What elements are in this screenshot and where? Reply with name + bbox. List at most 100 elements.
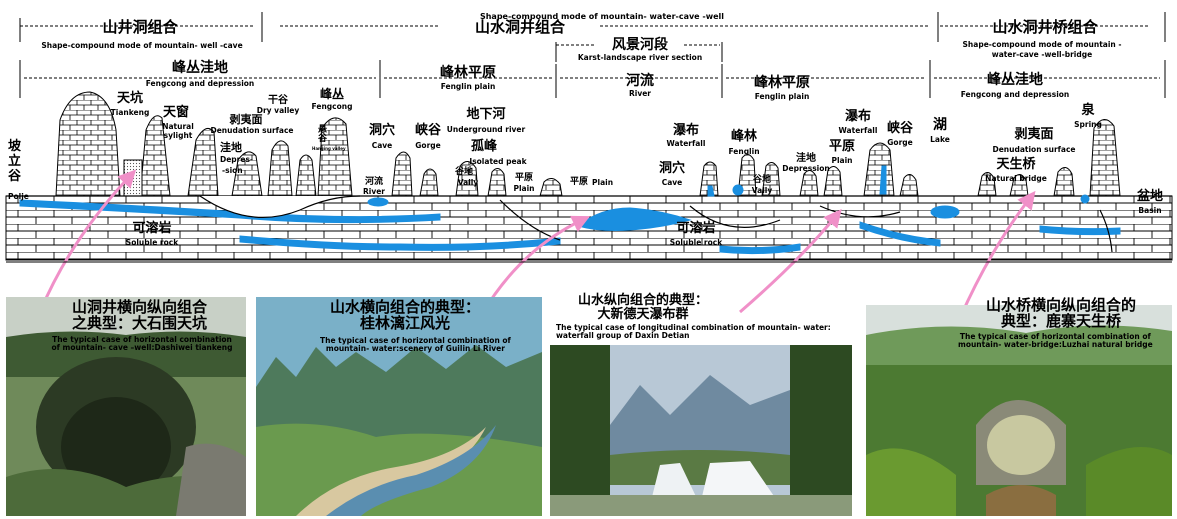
label-waterfall-right-en: Waterfall — [838, 126, 878, 135]
label-cave-left: 洞穴 — [368, 123, 396, 138]
label-polje: 坡立谷 — [8, 139, 22, 184]
label-fengcong-en: Fengcong — [311, 102, 353, 111]
karst-peaks — [55, 91, 1121, 197]
karst-river-section-title: 风景河段 — [612, 37, 668, 53]
label-gorge-left-en: Gorge — [415, 141, 441, 150]
label-river-left-en: River — [362, 187, 386, 196]
label-soluble-rock-right-en: Soluble rock — [669, 238, 723, 247]
label-plain-right-en: Plain — [831, 156, 853, 165]
zone-fenglin-plain-right-en: Fenglin plain — [754, 92, 810, 101]
caption-tiankeng-en2: of mountain- cave –well:Dashiwei tianken… — [51, 342, 233, 352]
label-waterfall-left: 瀑布 — [672, 123, 700, 138]
label-gorge-right-en: Gorge — [887, 138, 913, 147]
label-fengcong: 峰丛 — [319, 87, 345, 101]
zone-river-en: River — [628, 89, 652, 98]
caption-li-river-en1: The typical case of horizontal combinati… — [320, 336, 511, 345]
caption-natural-bridge-en1: The typical case of horizontal combinati… — [959, 332, 1151, 341]
label-river-left: 河流 — [364, 177, 384, 187]
label-isolated-peak: 孤峰 — [470, 139, 498, 154]
photo-dashiwei-tiankeng — [6, 297, 246, 516]
label-spring: 泉 — [1081, 103, 1095, 118]
label-plain-small-en: Plain — [513, 184, 535, 193]
caption-tiankeng-cn1: 山洞井横向纵向组合 — [72, 298, 208, 316]
label-isolated-peak-en: Isolated peak — [469, 157, 527, 166]
label-vally-right: 谷地 — [752, 175, 772, 185]
label-polje-en: Polje — [8, 192, 29, 201]
zone-fengcong-depression-right-en: Fengcong and depression — [960, 90, 1070, 99]
top-combination-title-en: Shape-compound mode of mountain- water-c… — [479, 12, 725, 21]
caption-tiankeng-en: The typical case of horizontal combinati… — [42, 336, 242, 352]
label-waterfall-left-en: Waterfall — [666, 139, 706, 148]
caption-tiankeng: 山洞井横向纵向组合 之典型：大石围天坑 — [72, 298, 208, 332]
right-combination-title-en1: Shape-compound mode of mountain - — [962, 40, 1122, 49]
right-combination-title: 山水洞井桥组合 — [992, 18, 1098, 36]
label-tiankeng: 天坑 — [116, 91, 144, 106]
zone-fengcong-depression-right: 峰丛洼地 — [987, 72, 1043, 88]
label-cave-right-en: Cave — [661, 178, 683, 187]
caption-detian-cn1: 山水纵向组合的典型： — [578, 293, 709, 308]
caption-li-river-en: The typical case of horizontal combinati… — [320, 337, 511, 353]
label-soluble-rock-left-en: Soluble rock — [125, 238, 179, 247]
label-skylight-en2: sylight — [163, 131, 193, 140]
center-combination-title: 山水洞井组合 — [474, 18, 566, 36]
caption-natural-bridge-en: The typical case of horizontal combinati… — [958, 333, 1153, 349]
label-natural-bridge: 天生桥 — [996, 157, 1036, 172]
label-lake: 湖 — [933, 117, 947, 133]
caption-detian-cn2: 大新德天瀑布群 — [597, 306, 689, 322]
zone-fenglin-plain-right: 峰林平原 — [754, 75, 810, 91]
label-basin-en: Basin — [1138, 206, 1162, 215]
label-plain-small: 平原 — [514, 173, 534, 183]
caption-natural-bridge-cn2: 典型：鹿寨天生桥 — [1001, 311, 1122, 330]
label-vally-left: 谷地 — [454, 167, 474, 177]
zone-fengcong-depression-left: 峰丛洼地 — [172, 60, 228, 76]
label-denudation-right-en: Denudation surface — [992, 145, 1076, 154]
label-denudation-en: Denudation surface — [210, 126, 294, 135]
label-spring-en: Spring — [1074, 120, 1102, 129]
label-skylight-en1: Natural — [162, 122, 194, 131]
label-vally-left-en: Vally — [457, 178, 479, 187]
label-fenglin: 峰林 — [730, 129, 758, 144]
photo-detian-waterfall — [550, 345, 852, 516]
caption-li-river-cn1: 山水横向组合的典型： — [330, 298, 481, 316]
label-cave-left-en: Cave — [371, 141, 393, 150]
label-tiankeng-en: Tiankeng — [110, 108, 150, 117]
label-dry-valley-en: Dry valley — [256, 106, 300, 115]
caption-natural-bridge-cn1: 山水桥横向纵向组合的 — [986, 296, 1137, 314]
zone-fenglin-plain-left: 峰林平原 — [440, 65, 496, 81]
zone-fengcong-depression-left-en: Fengcong and depression — [145, 79, 255, 88]
header-brackets — [19, 12, 1166, 98]
caption-li-river: 山水横向组合的典型： 桂林漓江风光 — [330, 298, 481, 332]
label-fenglin-en: Fenglin — [728, 147, 760, 156]
label-depression-right: 洼地 — [796, 153, 816, 164]
label-plain-right: 平原 — [828, 139, 856, 154]
zone-fenglin-plain-left-en: Fenglin plain — [440, 82, 496, 91]
label-basin: 盆地 — [1136, 189, 1164, 204]
caption-tiankeng-cn2: 之典型：大石围天坑 — [72, 313, 208, 332]
label-denudation-right: 剥夷面 — [1014, 127, 1054, 142]
label-lake-en: Lake — [930, 135, 950, 144]
caption-detian-en1: The typical case of longitudinal combina… — [556, 323, 831, 332]
label-vally-right-en: Vally — [751, 186, 773, 195]
label-natural-bridge-en: Natural bridge — [985, 174, 1047, 183]
label-gorge-left: 峡谷 — [414, 123, 442, 138]
label-dry-valley: 干谷 — [268, 95, 288, 106]
photo-luzhai-natural-bridge — [866, 305, 1172, 516]
label-cave-right: 洞穴 — [658, 161, 686, 176]
right-combination-title-en2: water-cave -well-bridge — [991, 50, 1093, 59]
caption-detian: 山水纵向组合的典型： 大新德天瀑布群 — [578, 294, 708, 321]
caption-natural-bridge: 山水桥横向纵向组合的 典型：鹿寨天生桥 — [986, 296, 1137, 330]
zone-river: 河流 — [626, 73, 654, 89]
caption-natural-bridge-en2: mountain- water-bridge:Luzhai natural br… — [958, 339, 1153, 349]
label-depression-en2: -sion — [222, 166, 243, 175]
water-bodies — [19, 165, 1121, 255]
caption-detian-en2: waterfall group of Daxin Detian — [556, 330, 690, 340]
label-depression: 洼地 — [220, 141, 242, 154]
photo-guilin-li-river — [256, 297, 542, 516]
label-waterfall-right: 瀑布 — [844, 109, 872, 124]
caption-detian-en: The typical case of longitudinal combina… — [556, 324, 831, 340]
left-combination-title-en: Shape-compound mode of mountain- well -c… — [41, 41, 243, 50]
label-skylight: 天窗 — [162, 105, 190, 120]
label-plain-mid: 平原 — [570, 177, 589, 187]
